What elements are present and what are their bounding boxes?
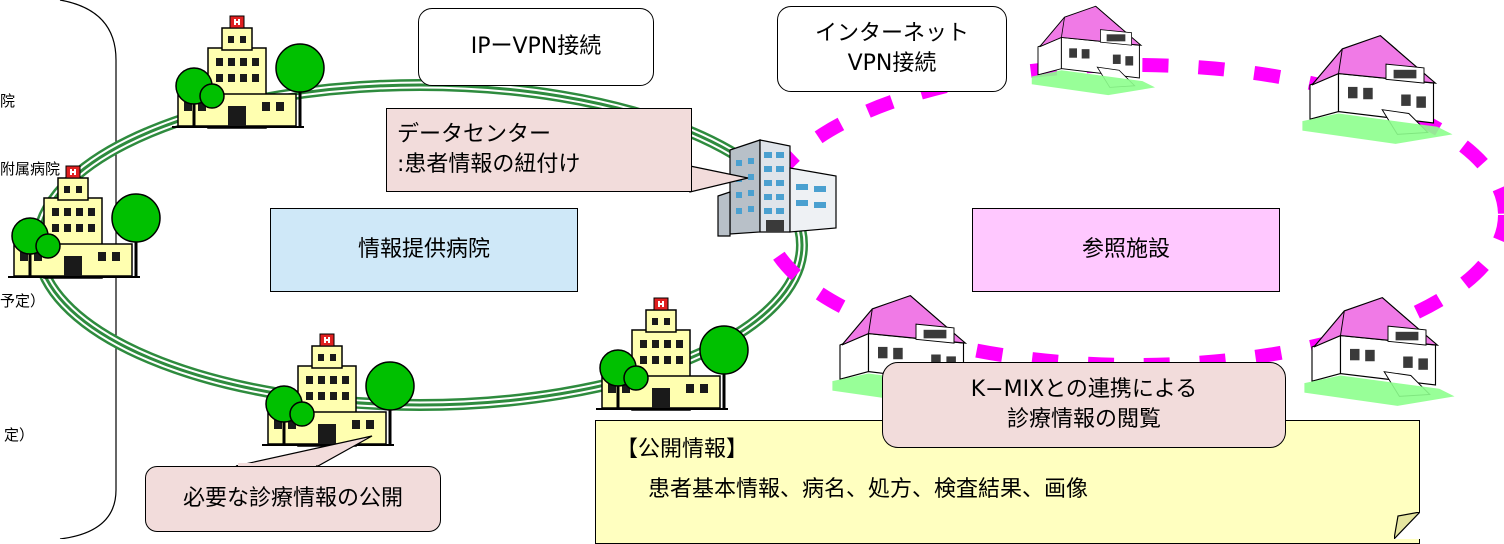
- kmix-line1: K−MIXとの連携による: [970, 377, 1198, 402]
- clinic-house-icon: [1303, 297, 1456, 407]
- provider-hospitals-box: 情報提供病院: [270, 208, 578, 292]
- datacenter-callout: データセンター :患者情報の紐付け: [386, 108, 692, 192]
- public-info-title: 【公開情報】: [616, 437, 749, 462]
- hospital-icon: [170, 14, 326, 130]
- left-panel-fragment: 院: [0, 92, 16, 110]
- left-panel-fragment: 附属病院: [0, 160, 61, 178]
- note-folded-corner: [1394, 512, 1420, 539]
- kmix-callout: K−MIXとの連携による 診療情報の閲覧: [882, 362, 1286, 448]
- clinic-house-icon: [1031, 5, 1156, 96]
- disclosure-label: 必要な診療情報の公開: [182, 486, 403, 511]
- reference-facilities-box: 参照施設: [972, 208, 1280, 292]
- datacenter-line2: :患者情報の紐付け: [397, 152, 581, 177]
- disclosure-callout: 必要な診療情報の公開: [145, 466, 441, 532]
- hospital-icon: [260, 332, 416, 448]
- hospital-icon: [6, 164, 162, 280]
- reference-label: 参照施設: [1081, 237, 1170, 262]
- ip-vpn-text: IPーVPN接続: [470, 34, 602, 59]
- left-panel-fragment: 定）: [4, 426, 35, 444]
- public-info-body: 患者基本情報、病名、処方、検査結果、画像: [648, 477, 1089, 502]
- hospital-icon: [594, 296, 750, 412]
- internet-vpn-line1: インターネット: [814, 21, 969, 46]
- ip-vpn-label: IPーVPN接続: [418, 8, 654, 86]
- left-panel-fragment: 予定）: [0, 292, 46, 310]
- datacenter-line1: データセンター: [397, 122, 552, 147]
- provider-label: 情報提供病院: [357, 237, 490, 262]
- data-center-building-icon: [717, 139, 837, 237]
- internet-vpn-label: インターネット VPN接続: [777, 6, 1007, 92]
- internet-vpn-line2: VPN接続: [847, 51, 937, 76]
- clinic-house-icon: [1301, 35, 1454, 145]
- kmix-line2: 診療情報の閲覧: [1006, 407, 1161, 432]
